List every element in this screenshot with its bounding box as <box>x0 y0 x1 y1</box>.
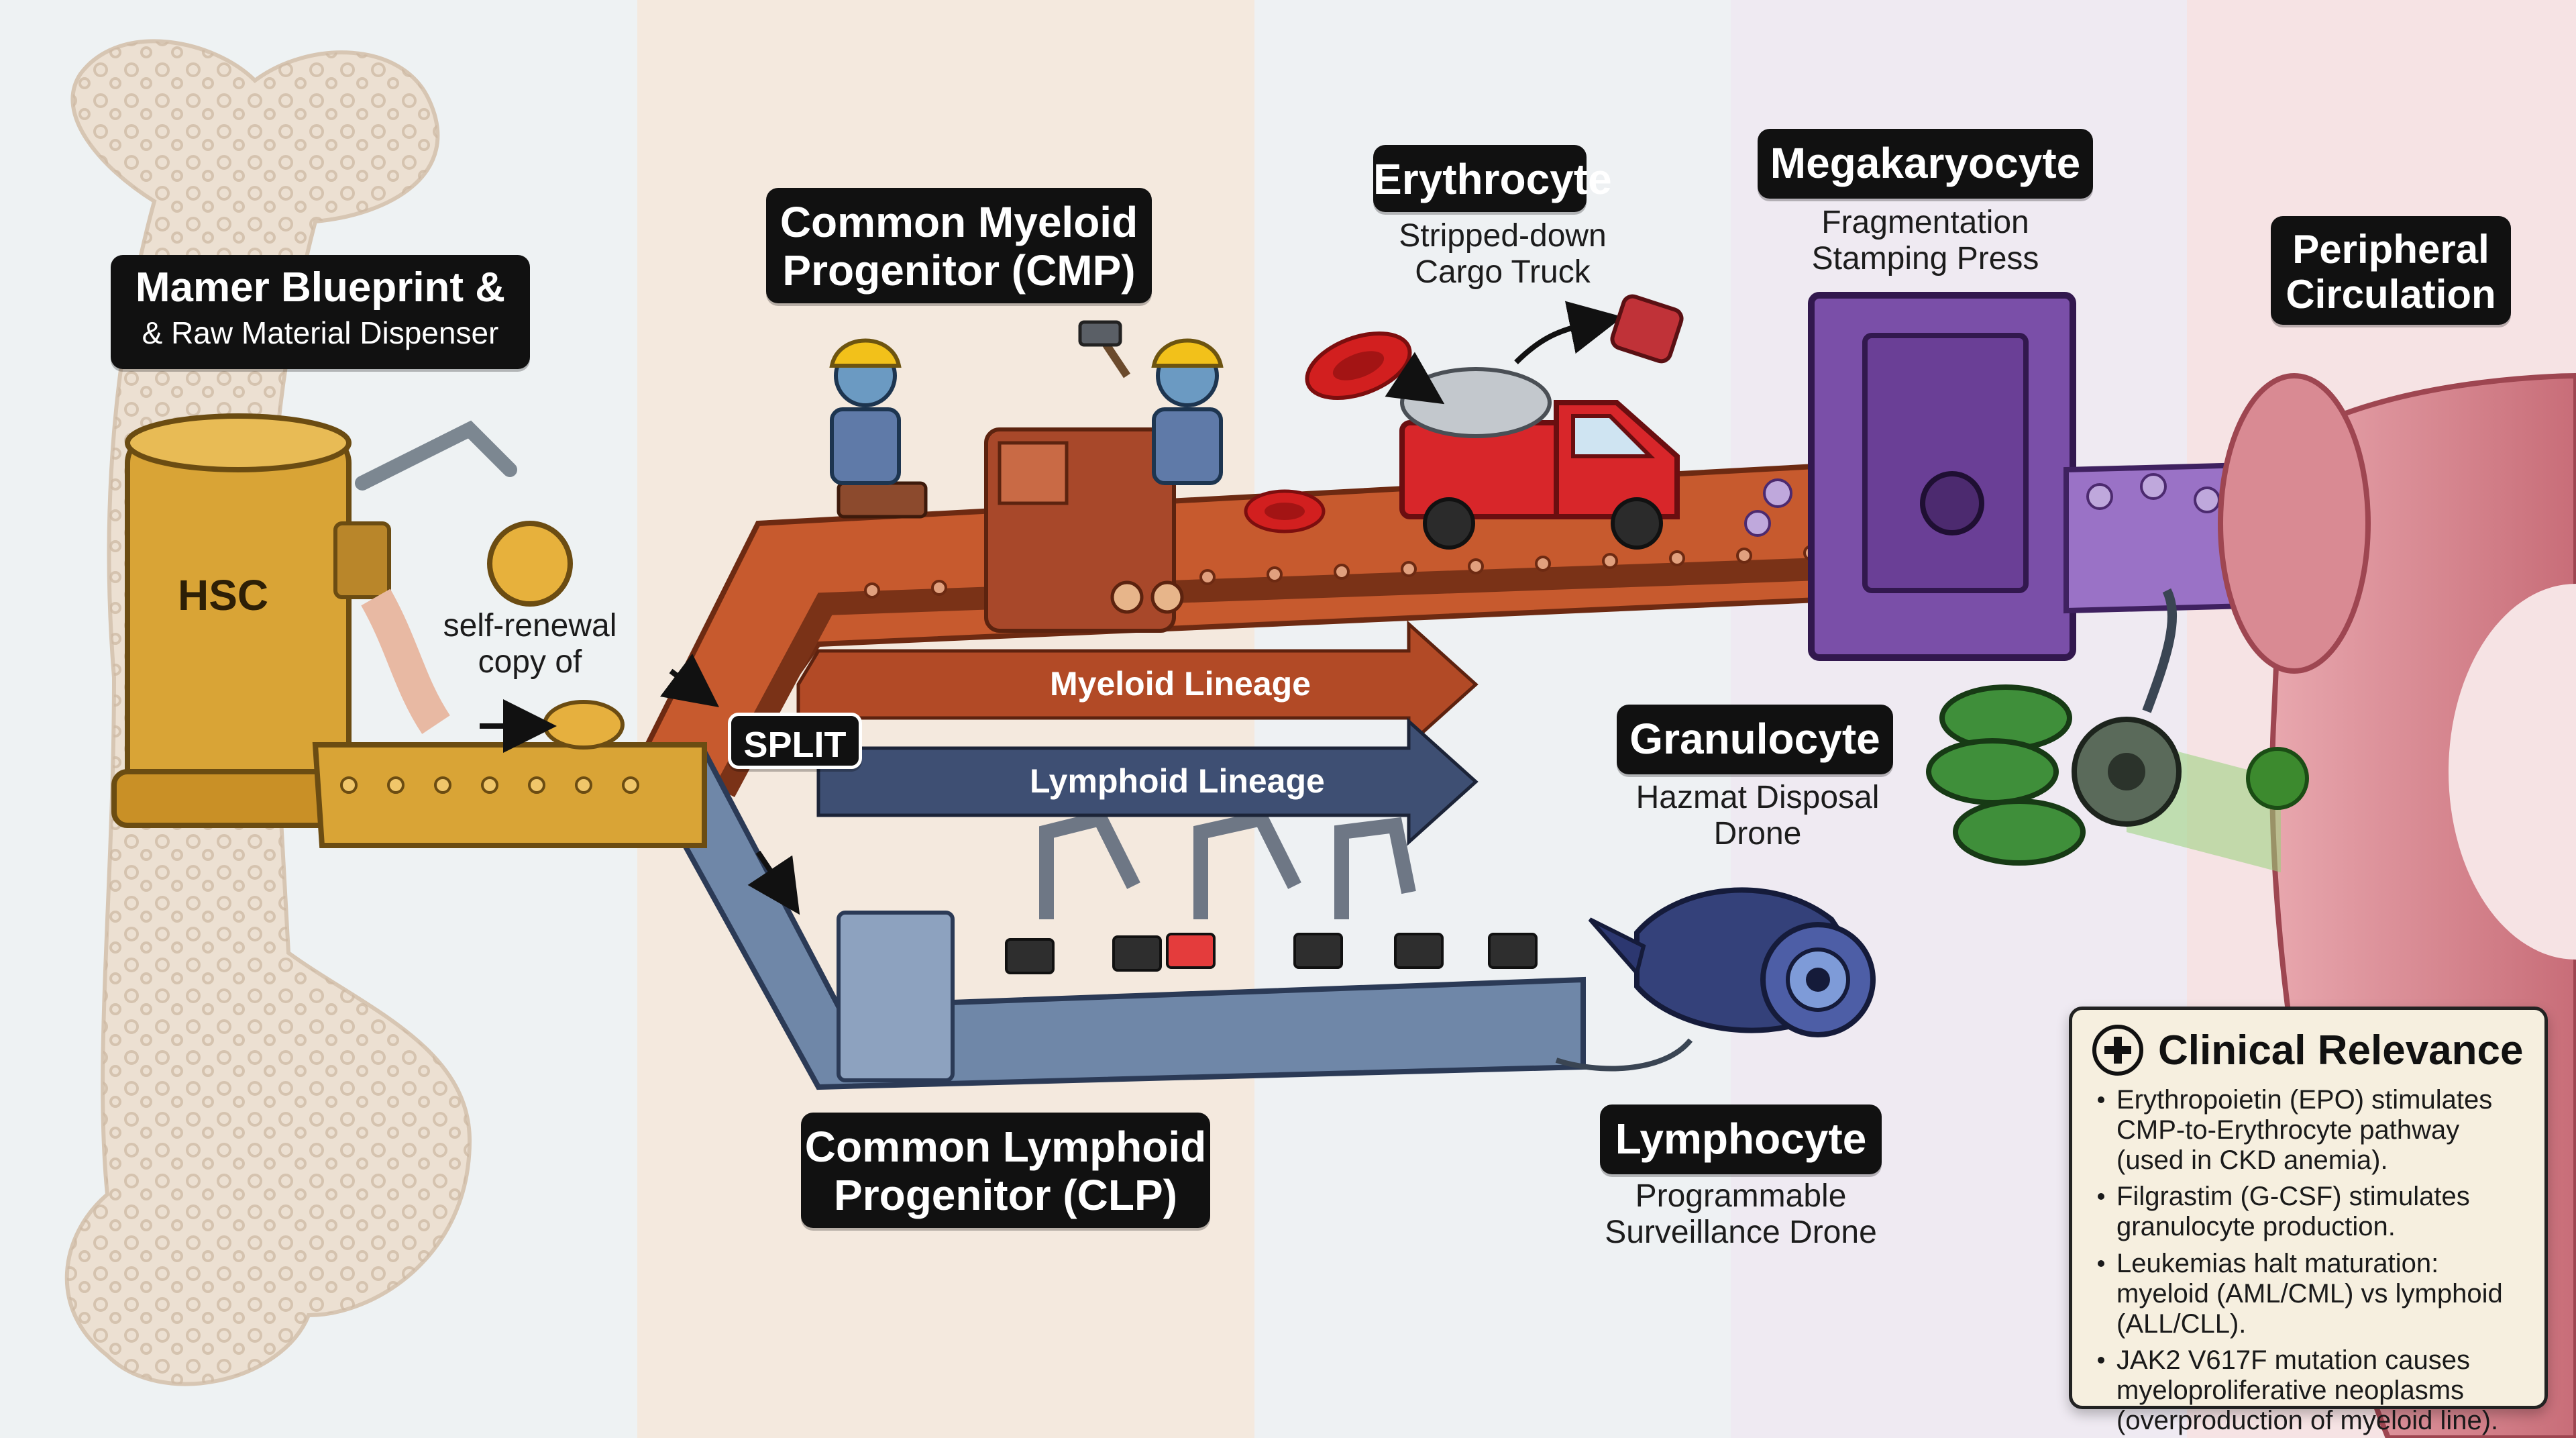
lymphoid-lineage-label: Lymphoid Lineage <box>1030 762 1325 800</box>
cmp-label: Common Myeloid Progenitor (CMP) <box>766 188 1152 303</box>
erythrocyte-title: Erythrocyte <box>1373 155 1612 203</box>
clinical-relevance-list: Erythropoietin (EPO) stimulates CMP-to-E… <box>2092 1085 2524 1436</box>
lymphoid-direction-arrow <box>747 850 800 915</box>
clp-label: Common Lymphoid Progenitor (CLP) <box>801 1113 1210 1228</box>
split-text: SPLIT <box>743 725 847 765</box>
myeloid-lineage-arrow <box>796 620 1479 749</box>
myeloid-direction-arrow <box>660 654 719 707</box>
clinical-item-filgrastim: Filgrastim (G-CSF) stimulates granulocyt… <box>2098 1182 2524 1242</box>
erythrocyte-description: Stripped-down Cargo Truck <box>1355 218 1650 291</box>
clp-line1: Common Lymphoid <box>804 1123 1207 1171</box>
hsc-title-line2: & Raw Material Dispenser <box>142 315 499 351</box>
megakaryocyte-title: Megakaryocyte <box>1770 139 2081 187</box>
stamping-press <box>1744 292 2330 661</box>
erythrocyte-label: Erythrocyte <box>1373 145 1612 212</box>
myeloid-lineage-label: Myeloid Lineage <box>1050 665 1311 703</box>
lymphocyte-desc-line1: Programmable <box>1635 1178 1847 1214</box>
granulocyte-title: Granulocyte <box>1629 715 1880 763</box>
granulocyte-desc-line1: Hazmat Disposal <box>1635 780 1880 815</box>
erythrocyte-desc-line2: Cargo Truck <box>1415 254 1591 290</box>
self-renewal-line2: copy of <box>478 644 582 680</box>
peripheral-circulation-label: Peripheral Circulation <box>2271 216 2511 325</box>
clp-line2: Progenitor (CLP) <box>834 1170 1177 1219</box>
self-renewal-line1: self-renewal <box>443 608 617 644</box>
erythrocyte-desc-line1: Stripped-down <box>1399 218 1607 254</box>
surveillance-drone <box>1555 887 1876 1072</box>
hazmat-disposal-drone <box>1926 588 2309 872</box>
clinical-item-leukemias: Leukemias halt maturation: myeloid (AML/… <box>2098 1249 2524 1339</box>
cmp-line2: Progenitor (CMP) <box>782 246 1136 295</box>
megakaryocyte-label: Megakaryocyte <box>1758 129 2093 199</box>
megakaryocyte-description: Fragmentation Stamping Press <box>1771 205 2080 277</box>
lymphocyte-label: Lymphocyte <box>1600 1105 1882 1174</box>
hsc-title-label: Mamer Blueprint & & Raw Material Dispens… <box>111 255 530 369</box>
clinical-item-jak2: JAK2 V617F mutation causes myeloprolifer… <box>2098 1345 2524 1435</box>
hsc-title-line1: Mamer Blueprint & <box>135 264 506 311</box>
hsc-dispenser-machine <box>111 413 573 828</box>
clinical-relevance-title: Clinical Relevance <box>2158 1027 2524 1074</box>
peripheral-line1: Peripheral <box>2292 227 2489 272</box>
cmp-line1: Common Myeloid <box>780 198 1138 246</box>
peripheral-line2: Circulation <box>2286 272 2496 317</box>
cargo-truck <box>1305 294 1684 550</box>
megakaryocyte-desc-line2: Stamping Press <box>1811 240 2039 276</box>
hsc-machine-label: HSC <box>178 571 269 619</box>
megakaryocyte-desc-line1: Fragmentation <box>1821 205 2029 240</box>
robot-workers <box>829 320 1224 485</box>
granulocyte-desc-line2: Drone <box>1713 815 1802 852</box>
clinical-relevance-header: Clinical Relevance <box>2092 1025 2524 1076</box>
self-renewal-label: self-renewal copy of <box>416 608 644 680</box>
erythrocyte-direction-arrow <box>1385 352 1445 405</box>
split-label: SPLIT <box>728 713 862 769</box>
lymphocyte-desc-line2: Surveillance Drone <box>1605 1214 1877 1250</box>
lymphocyte-description: Programmable Surveillance Drone <box>1583 1178 1898 1251</box>
lymphocyte-title: Lymphocyte <box>1615 1115 1867 1163</box>
plus-circle-icon <box>2092 1025 2143 1076</box>
clinical-item-epo: Erythropoietin (EPO) stimulates CMP-to-E… <box>2098 1085 2524 1175</box>
hsc-conveyor <box>312 699 707 848</box>
lymphoid-lineage-arrow <box>816 717 1479 846</box>
granulocyte-label: Granulocyte <box>1617 705 1893 774</box>
clinical-relevance-box: Clinical Relevance Erythropoietin (EPO) … <box>2069 1007 2548 1435</box>
granulocyte-description: Hazmat Disposal Drone <box>1610 780 1905 852</box>
